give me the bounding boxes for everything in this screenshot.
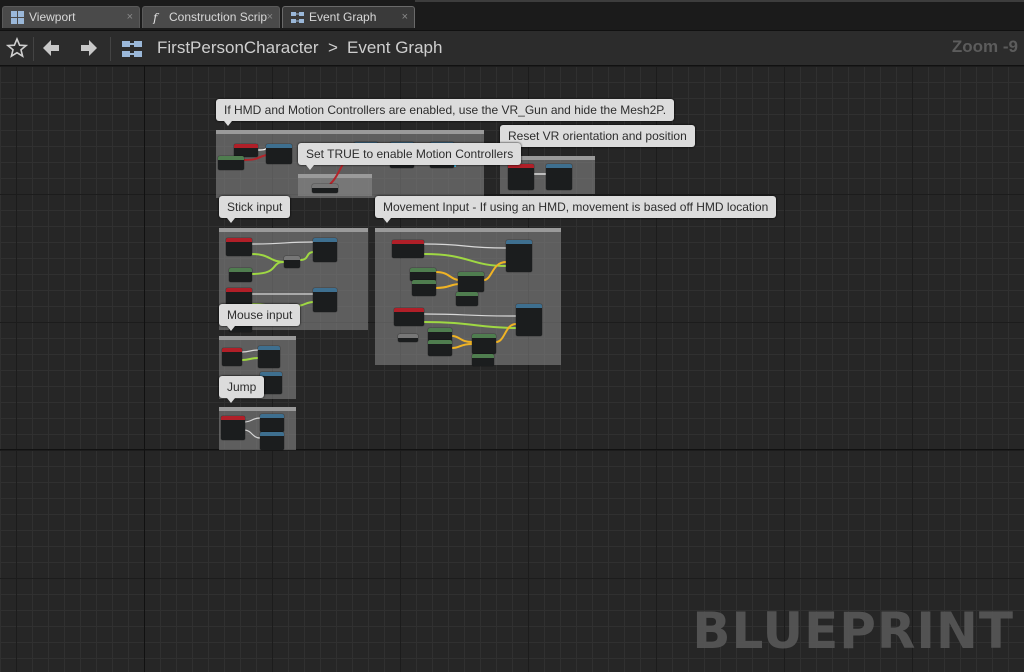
star-icon[interactable]	[6, 37, 28, 59]
toolbar-divider	[110, 37, 111, 61]
vector-wire	[495, 323, 517, 343]
input-axis-node[interactable]	[226, 288, 252, 306]
variable-node[interactable]	[456, 292, 478, 306]
vector-wire	[451, 343, 473, 349]
function-node[interactable]	[506, 240, 532, 272]
blueprint-graph-icon	[122, 41, 142, 57]
exec-wire	[243, 429, 261, 439]
comment-bubble-movement-input[interactable]: Movement Input - If using an HMD, moveme…	[375, 196, 777, 223]
exec-wire	[241, 349, 259, 353]
breadcrumb-separator: >	[328, 38, 338, 57]
variable-node[interactable]	[428, 340, 452, 356]
input-axis-node[interactable]	[392, 240, 424, 258]
graph-origin-axis-y	[144, 66, 145, 672]
variable-node[interactable]	[218, 156, 244, 170]
blueprint-graph-canvas[interactable]: If HMD and Motion Controllers are enable…	[0, 66, 1024, 672]
graph-origin-axis-x	[0, 449, 1024, 450]
float-wire	[423, 253, 507, 267]
function-node[interactable]	[516, 304, 542, 336]
variable-node[interactable]	[428, 328, 452, 342]
exec-wire	[251, 241, 315, 245]
input-axis-node[interactable]	[394, 308, 424, 326]
graph-icon	[291, 12, 304, 23]
event-node[interactable]	[508, 164, 534, 190]
float-wire	[241, 357, 259, 361]
comment-bubble-jump[interactable]: Jump	[219, 376, 265, 403]
back-arrow-icon[interactable]	[40, 37, 62, 59]
toolbar-divider	[33, 37, 34, 61]
exec-wire	[423, 313, 517, 317]
comment-bubble-motion-controllers[interactable]: Set TRUE to enable Motion Controllers	[298, 143, 522, 170]
vector-wire	[483, 261, 507, 281]
float-wire	[423, 321, 517, 329]
stop-jumping-node[interactable]	[260, 432, 284, 450]
input-axis-node[interactable]	[222, 348, 242, 366]
tab-strip-edge	[415, 0, 1024, 2]
svg-text:f: f	[152, 11, 160, 24]
vector-wire	[435, 271, 461, 281]
forward-arrow-icon[interactable]	[78, 37, 100, 59]
event-node[interactable]	[234, 144, 258, 157]
variable-node[interactable]	[412, 280, 436, 296]
comment-bubble-hmd[interactable]: If HMD and Motion Controllers are enable…	[216, 99, 675, 126]
breadcrumb-current: Event Graph	[347, 38, 443, 57]
function-node[interactable]	[313, 238, 337, 262]
vector-wire	[435, 283, 461, 289]
function-node[interactable]	[458, 272, 484, 292]
vector-wire	[451, 335, 473, 343]
variable-node[interactable]	[410, 268, 436, 281]
exec-wire	[243, 417, 261, 423]
tab-label: Construction Scrip	[169, 10, 268, 24]
function-node[interactable]	[546, 164, 572, 190]
variable-node[interactable]	[472, 354, 494, 366]
blueprint-watermark: BLUEPRINT	[692, 602, 1014, 660]
comment-bubble-reset-vr[interactable]: Reset VR orientation and position	[500, 125, 695, 152]
math-node[interactable]	[284, 256, 300, 268]
variable-node[interactable]	[229, 268, 252, 282]
tab-construction-script[interactable]: f Construction Scrip ×	[142, 6, 280, 28]
jump-event-node[interactable]	[221, 416, 245, 440]
breadcrumb-root[interactable]: FirstPersonCharacter	[157, 38, 319, 57]
tab-viewport[interactable]: Viewport ×	[2, 6, 140, 28]
input-axis-node[interactable]	[226, 238, 252, 256]
document-tab-strip: Viewport × f Construction Scrip × Event …	[0, 0, 1024, 30]
function-node[interactable]	[472, 334, 496, 354]
comment-bubble-mouse-input[interactable]: Mouse input	[219, 304, 301, 331]
tab-label: Event Graph	[309, 10, 377, 24]
comment-bubble-stick-input[interactable]: Stick input	[219, 196, 291, 223]
bool-variable-node[interactable]	[312, 184, 338, 193]
function-node[interactable]	[260, 372, 282, 394]
tab-close-icon[interactable]: ×	[401, 11, 408, 23]
bool-variable-node[interactable]	[398, 334, 418, 342]
float-wire	[251, 261, 285, 275]
float-wire	[299, 251, 315, 261]
viewport-icon	[11, 11, 24, 24]
tab-close-icon[interactable]: ×	[266, 11, 273, 23]
function-node[interactable]	[258, 346, 280, 368]
exec-wire	[423, 243, 507, 249]
float-wire	[251, 253, 285, 263]
tab-label: Viewport	[29, 10, 76, 24]
jump-function-node[interactable]	[260, 414, 284, 432]
tab-event-graph[interactable]: Event Graph ×	[282, 6, 415, 28]
function-node[interactable]	[266, 144, 292, 164]
tab-close-icon[interactable]: ×	[126, 11, 133, 23]
function-icon: f	[152, 11, 160, 24]
zoom-level: Zoom -9	[951, 37, 1018, 56]
function-node[interactable]	[313, 288, 337, 312]
graph-toolbar: FirstPersonCharacter > Event Graph Zoom …	[0, 30, 1024, 66]
